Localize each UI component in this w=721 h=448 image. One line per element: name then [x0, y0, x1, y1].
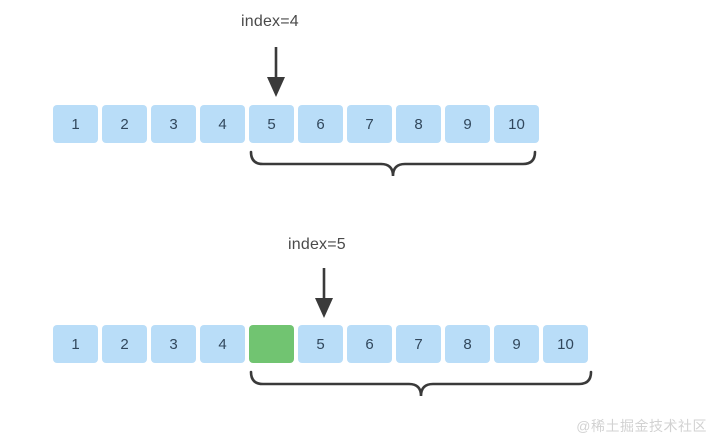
- array-cell[interactable]: 6: [298, 105, 343, 143]
- array-cell[interactable]: 1: [53, 105, 98, 143]
- array-row-bottom: 1 2 3 4 5 6 7 8 9 10: [53, 325, 588, 363]
- array-cell[interactable]: 3: [151, 105, 196, 143]
- array-cell[interactable]: 9: [494, 325, 539, 363]
- array-cell[interactable]: 4: [200, 325, 245, 363]
- curly-brace-down-icon: [245, 146, 545, 199]
- array-cell[interactable]: 2: [102, 105, 147, 143]
- arrow-down-icon: [306, 268, 342, 325]
- array-cell[interactable]: 4: [200, 105, 245, 143]
- arrow-down-icon: [258, 47, 294, 104]
- array-cell[interactable]: 5: [249, 105, 294, 143]
- array-cell[interactable]: 3: [151, 325, 196, 363]
- index-label-top: index=4: [241, 13, 299, 30]
- array-cell[interactable]: 10: [543, 325, 588, 363]
- curly-brace-down-icon: [245, 366, 601, 419]
- array-row-top: 1 2 3 4 5 6 7 8 9 10: [53, 105, 539, 143]
- watermark-text: @稀土掘金技术社区: [576, 418, 707, 434]
- array-cell[interactable]: 10: [494, 105, 539, 143]
- array-cell[interactable]: 2: [102, 325, 147, 363]
- array-cell[interactable]: 1: [53, 325, 98, 363]
- array-cell[interactable]: 8: [396, 105, 441, 143]
- index-label-bottom: index=5: [288, 236, 346, 253]
- array-cell[interactable]: 8: [445, 325, 490, 363]
- array-cell-inserted[interactable]: [249, 325, 294, 363]
- array-cell[interactable]: 5: [298, 325, 343, 363]
- array-cell[interactable]: 6: [347, 325, 392, 363]
- array-cell[interactable]: 9: [445, 105, 490, 143]
- array-cell[interactable]: 7: [396, 325, 441, 363]
- array-cell[interactable]: 7: [347, 105, 392, 143]
